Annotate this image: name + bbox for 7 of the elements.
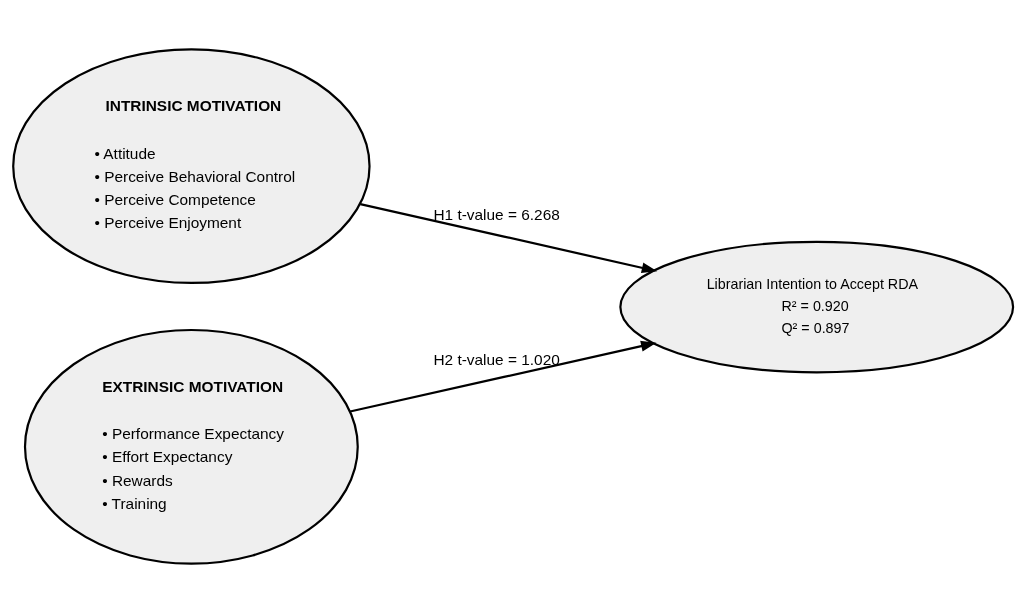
node-ellipse: EXTRINSIC MOTIVATION • Performance Expectancy • Effort Expectancy • Rewards • Training: [23, 328, 359, 565]
node-ellipse: INTRINSIC MOTIVATION • Attitude • Perceive Behavioral Control • Perceive Competence • Perceive Enjoyment: [12, 48, 371, 285]
edge-label: H1 t-value = 6.268: [433, 206, 560, 224]
arrow: [360, 203, 658, 274]
arrow: [349, 340, 657, 413]
node-ellipse: Librarian Intention to Accept RDA R² = 0.920 Q² = 0.897: [619, 240, 1015, 374]
edge-label: H2 t-value = 1.020: [433, 350, 560, 368]
